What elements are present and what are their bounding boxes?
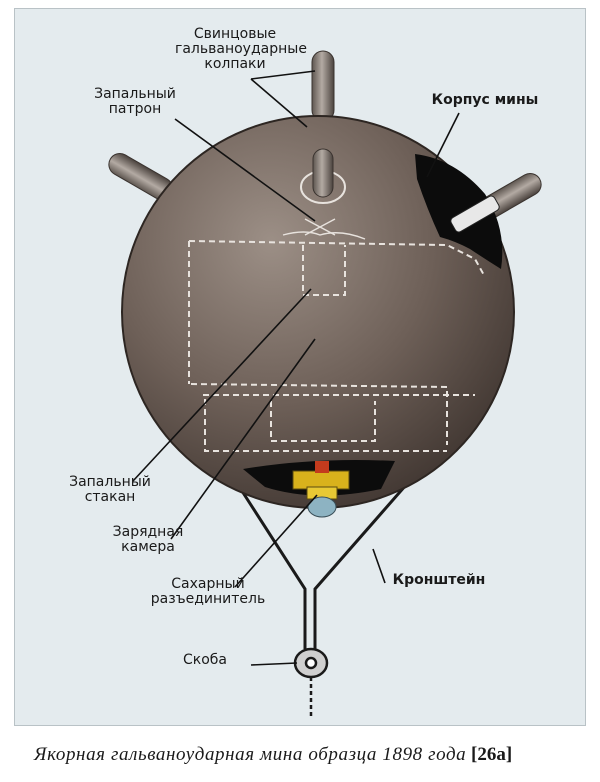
label-mine-body: Корпус мины [431, 92, 539, 108]
cutaway [415, 154, 503, 269]
label-shackle: Скоба [182, 652, 227, 668]
mine-diagram: Свинцовые гальваноударные колпаки Запаль… [14, 8, 586, 726]
label-fuse-cartridge: Запальный патрон [94, 86, 176, 117]
mine-illustration [108, 50, 542, 719]
label-charge-chamber: Зарядная камера [112, 524, 184, 555]
shackle [293, 647, 329, 719]
label-lead-caps: Свинцовые гальваноударные колпаки [175, 26, 307, 72]
label-fuse-cup: Запальный стакан [69, 474, 151, 505]
figure-caption: Якорная гальваноударная мина образца 189… [34, 744, 594, 766]
leader-lines [132, 70, 460, 666]
caption-reference: [26a] [471, 744, 513, 765]
caption-text: Якорная гальваноударная мина образца 189… [34, 744, 467, 765]
sugar-separator [292, 461, 350, 518]
label-bracket: Кронштейн [392, 572, 486, 588]
label-sugar-separator: Сахарный разъединитель [150, 576, 266, 607]
